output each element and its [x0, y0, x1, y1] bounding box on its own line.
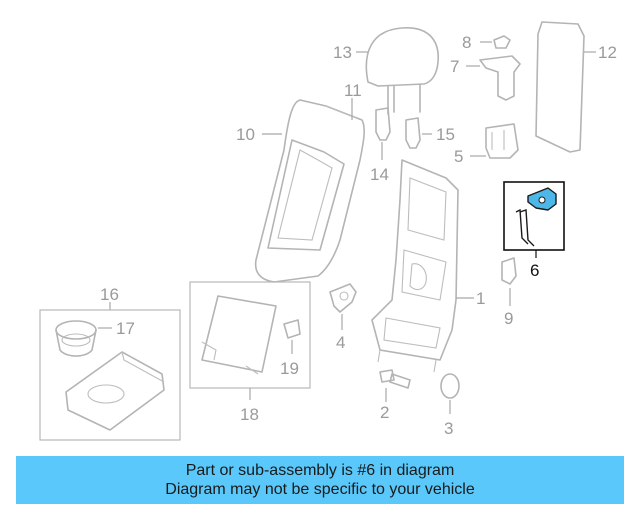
banner-line-1: Part or sub-assembly is #6 in diagram — [185, 462, 455, 479]
callout-10: 10 — [236, 125, 255, 144]
bracket-part-7 — [479, 55, 521, 101]
armrest-part-16 — [65, 351, 165, 431]
hinge-part-9 — [501, 257, 517, 285]
info-banner: Part or sub-assembly is #6 in diagram Di… — [16, 456, 624, 504]
callout-8: 8 — [462, 33, 471, 52]
cupholder-part-17 — [55, 320, 97, 357]
callout-15: 15 — [436, 125, 455, 144]
callout-3: 3 — [444, 419, 453, 438]
callout-9: 9 — [504, 309, 513, 328]
group-box-16 — [39, 309, 181, 441]
bolt-part-2 — [379, 369, 411, 389]
clip-part-8 — [493, 35, 511, 49]
headrest-part — [365, 27, 439, 115]
callout-12: 12 — [598, 43, 617, 62]
grommet-part-3 — [440, 373, 460, 399]
callout-13: 13 — [333, 43, 352, 62]
callout-14: 14 — [370, 165, 389, 184]
callout-16: 16 — [100, 285, 119, 304]
parts-diagram: 13 11 10 14 15 1 8 7 — [39, 21, 617, 441]
hook-part-4 — [329, 283, 357, 313]
guide-part-15 — [405, 117, 421, 149]
callout-2: 2 — [380, 403, 389, 422]
pass-through-panel-part-18 — [201, 295, 277, 375]
latch-part-5 — [485, 123, 519, 159]
callout-6: 6 — [530, 261, 539, 280]
seat-back-pad-part — [254, 99, 365, 283]
callout-17: 17 — [116, 319, 135, 338]
callout-4: 4 — [336, 333, 345, 352]
callout-7: 7 — [450, 57, 459, 76]
seat-back-frame-part — [371, 159, 459, 373]
callout-18: 18 — [240, 405, 259, 424]
callout-19: 19 — [280, 359, 299, 378]
callout-11: 11 — [344, 81, 362, 100]
clip-part-19 — [283, 319, 301, 339]
banner-line-2: Diagram may not be specific to your vehi… — [165, 481, 475, 498]
callout-5: 5 — [454, 147, 463, 166]
highlighted-part-6 — [503, 181, 565, 251]
callout-1: 1 — [476, 289, 485, 308]
guide-part-14 — [375, 107, 391, 141]
cover-panel-part-12 — [535, 21, 585, 153]
